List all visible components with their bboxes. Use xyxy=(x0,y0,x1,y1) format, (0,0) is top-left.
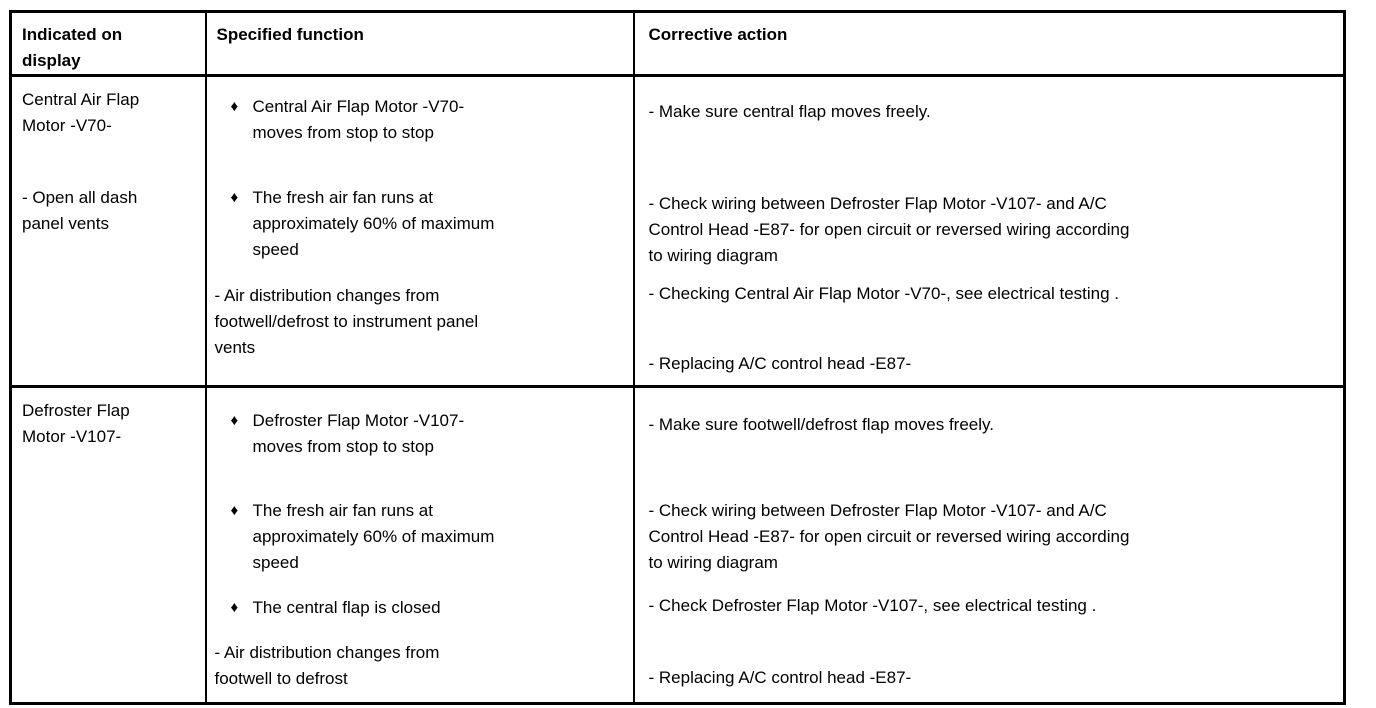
diamond-bullet-icon: ♦ xyxy=(230,98,239,115)
action-item: - Check wiring between Defroster Flap Mo… xyxy=(648,501,1130,572)
action-item: - Check Defroster Flap Motor -V107-, see… xyxy=(648,596,1097,615)
function-item: ♦ The fresh air fan runs at approximatel… xyxy=(231,185,625,263)
header-indicated-on-display: Indicated on display xyxy=(9,10,207,77)
action-item: - Check wiring between Defroster Flap Mo… xyxy=(648,194,1130,265)
function-item-text: The fresh air fan runs at approximately … xyxy=(252,501,495,572)
diamond-bullet-icon: ♦ xyxy=(230,412,239,429)
action-item: - Make sure central flap moves freely. xyxy=(648,102,931,121)
header-row: Indicated on display Specified function … xyxy=(9,10,1346,77)
display-cell: Defroster Flap Motor -V107- xyxy=(9,385,207,705)
header-specified-function: Specified function xyxy=(204,10,635,77)
action-cell: - Make sure footwell/defrost flap moves … xyxy=(632,385,1346,705)
diagnostic-table: Indicated on display Specified function … xyxy=(9,10,1346,705)
action-item: - Checking Central Air Flap Motor -V70-,… xyxy=(648,284,1120,303)
action-item: - Make sure footwell/defrost flap moves … xyxy=(648,415,995,434)
function-item-text: Central Air Flap Motor -V70- moves from … xyxy=(252,97,465,142)
diamond-bullet-icon: ♦ xyxy=(230,189,239,206)
function-item-text: The fresh air fan runs at approximately … xyxy=(252,188,495,259)
diamond-bullet-icon: ♦ xyxy=(230,502,239,519)
action-item: - Replacing A/C control head -E87- xyxy=(648,668,912,687)
function-cell: ♦ Defroster Flap Motor -V107- moves from… xyxy=(204,385,635,705)
header-corrective-action: Corrective action xyxy=(632,10,1346,77)
function-cell: ♦ Central Air Flap Motor -V70- moves fro… xyxy=(204,74,635,388)
display-text: - Open all dash panel vents xyxy=(22,188,138,233)
function-item: ♦ Defroster Flap Motor -V107- moves from… xyxy=(231,408,625,460)
function-item-text: The central flap is closed xyxy=(252,598,441,617)
function-item: ♦ The central flap is closed xyxy=(231,595,625,621)
display-text: Defroster Flap Motor -V107- xyxy=(22,401,130,446)
function-item-text: - Air distribution changes from footwell… xyxy=(214,643,440,688)
table-row: Defroster Flap Motor -V107- ♦ Defroster … xyxy=(9,385,1346,705)
action-item: - Replacing A/C control head -E87- xyxy=(648,354,912,373)
function-item-text: - Air distribution changes from footwell… xyxy=(214,286,479,357)
display-text: Central Air Flap Motor -V70- xyxy=(22,90,140,135)
diamond-bullet-icon: ♦ xyxy=(230,599,239,616)
function-item: ♦ The fresh air fan runs at approximatel… xyxy=(231,498,625,576)
action-cell: - Make sure central flap moves freely. -… xyxy=(632,74,1346,388)
function-item: ♦ Central Air Flap Motor -V70- moves fro… xyxy=(231,94,625,146)
display-cell: Central Air Flap Motor -V70- - Open all … xyxy=(9,74,207,388)
table-row: Central Air Flap Motor -V70- - Open all … xyxy=(9,74,1346,388)
function-item-text: Defroster Flap Motor -V107- moves from s… xyxy=(252,411,465,456)
